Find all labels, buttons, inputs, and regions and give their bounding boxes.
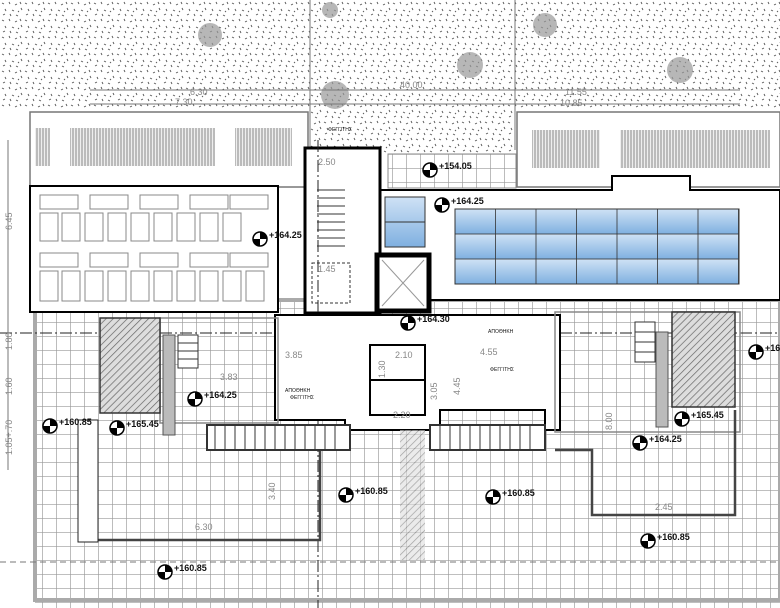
level-marker: +164.25 — [252, 230, 302, 247]
level-marker: +160.85 — [485, 488, 535, 505]
level-marker: +160.85 — [157, 563, 207, 580]
dim-label: 1.80 — [4, 332, 14, 350]
dim-label: 3.83 — [220, 372, 238, 382]
svg-text:+164.25: +164.25 — [649, 434, 682, 444]
level-marker: +164.25 — [187, 390, 237, 407]
svg-text:+154.05: +154.05 — [439, 161, 472, 171]
dim-label: 1.30 — [377, 360, 387, 378]
svg-text:+165.45: +165.45 — [691, 410, 724, 420]
dim-label: 1.60 — [4, 377, 14, 395]
dim-label: 2.45 — [655, 502, 673, 512]
room-label-skylight: ΦΕΓΓΙΤΗΣ — [290, 395, 314, 401]
site-dimension-lines — [90, 0, 740, 150]
dim-label: 3.05 — [429, 382, 439, 400]
level-marker: +164.30 — [400, 314, 450, 331]
right-pool — [671, 311, 736, 408]
dim-label: 6.30 — [190, 87, 208, 97]
dim-label: 1.45 — [318, 264, 336, 274]
room-label-storage: ΑΠΟΘΗΚΗ — [488, 329, 514, 335]
level-marker: +16 — [748, 343, 780, 360]
dim-label: 10.85 — [560, 98, 583, 108]
dim-label: 4.45 — [452, 377, 462, 395]
dim-label: 8.00 — [604, 412, 614, 430]
svg-text:+16: +16 — [765, 343, 780, 353]
svg-text:+160.85: +160.85 — [174, 563, 207, 573]
dim-label: 6.45 — [4, 212, 14, 230]
dim-label: 11.55 — [565, 87, 587, 97]
left-pool — [99, 317, 161, 414]
dim-label: 2.20 — [393, 410, 411, 420]
right-steps — [429, 424, 546, 451]
level-marker: +164.25 — [632, 434, 682, 451]
landscape-strip — [310, 108, 515, 153]
dim-label: 6.30 — [195, 522, 213, 532]
room-label-storage: ΑΠΟΘΗΚΗ — [285, 388, 311, 394]
svg-text:+160.85: +160.85 — [502, 488, 535, 498]
roof-tiles — [39, 194, 269, 302]
svg-text:+160.85: +160.85 — [657, 532, 690, 542]
planter-strip — [400, 430, 425, 560]
level-marker: +165.45 — [674, 410, 724, 427]
right-terrace-outline — [555, 410, 737, 517]
svg-text:+164.25: +164.25 — [204, 390, 237, 400]
trees — [198, 2, 693, 109]
dim-label: 4.55 — [480, 347, 498, 357]
solar-panel-array — [454, 208, 740, 285]
level-marker: +165.45 — [109, 419, 159, 436]
dim-label: 40.00 — [400, 80, 423, 90]
right-stairs — [634, 321, 656, 363]
level-marker: +160.85 — [42, 417, 92, 434]
level-marker: +154.05 — [422, 161, 472, 178]
dim-label: 1.05+.70 — [4, 420, 14, 455]
dim-label: 3.85 — [285, 350, 303, 360]
landscape-area — [0, 0, 780, 108]
svg-text:+165.45: +165.45 — [126, 419, 159, 429]
room-label-skylight: ΦΕΓΓΙΤΗΣ — [328, 127, 352, 133]
level-marker: +160.85 — [338, 486, 388, 503]
dim-label: 2.10 — [395, 350, 413, 360]
stairs-upper — [311, 189, 351, 304]
left-steps — [206, 424, 351, 451]
room-label-skylight: ΦΕΓΓΙΤΗΣ — [490, 367, 514, 373]
svg-text:+164.25: +164.25 — [451, 196, 484, 206]
svg-text:+164.25: +164.25 — [269, 230, 302, 240]
svg-text:+160.85: +160.85 — [59, 417, 92, 427]
dim-label: 3.40 — [267, 482, 277, 500]
dim-label: 2.50 — [318, 157, 336, 167]
level-marker: +160.85 — [640, 532, 690, 549]
level-marker: +164.25 — [434, 196, 484, 213]
dim-label: 7.30 — [175, 97, 193, 107]
left-stairs — [177, 334, 199, 369]
svg-text:+164.30: +164.30 — [417, 314, 450, 324]
svg-text:+160.85: +160.85 — [355, 486, 388, 496]
